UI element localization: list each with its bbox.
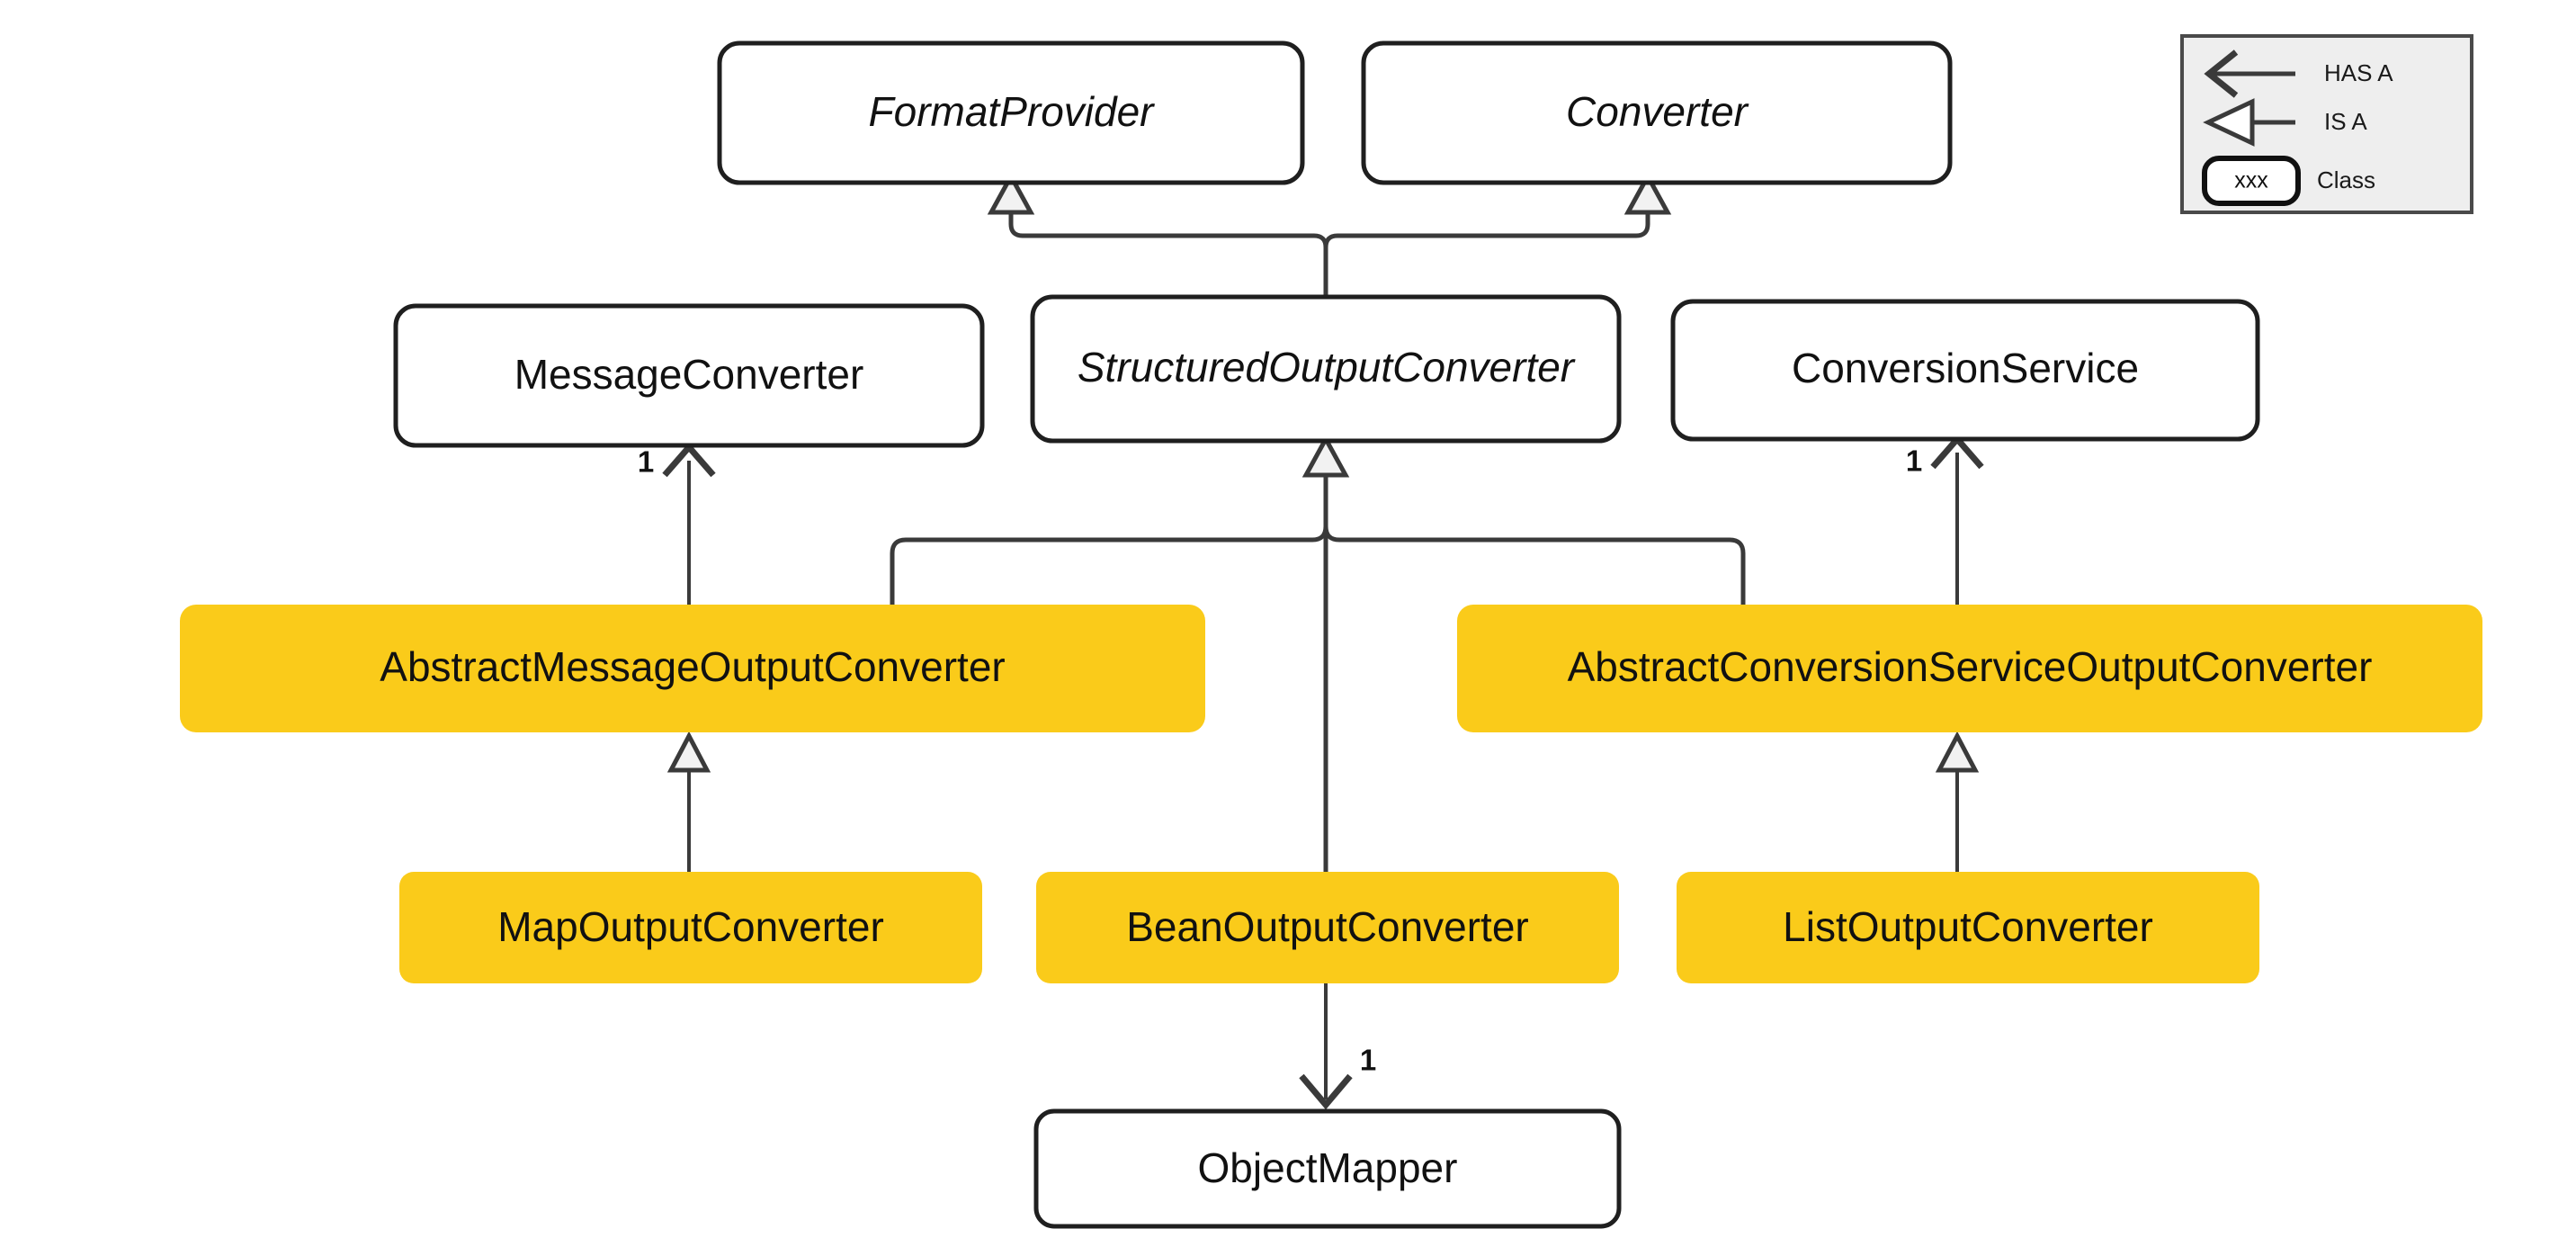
legend-item-class: xxx Class [2202,156,2375,206]
node-converter[interactable]: Converter [1361,40,1953,185]
legend-class-sample-text: xxx [2234,168,2268,193]
node-label: ListOutputConverter [1783,903,2153,950]
node-abstract-conversion-service-output-converter[interactable]: AbstractConversionServiceOutputConverter [1457,605,2482,732]
node-label: ObjectMapper [1198,1144,1458,1191]
legend: HAS A IS A xxx Class [2180,34,2473,214]
is-a-arrowhead-icon [1623,171,1672,215]
legend-item-label: Class [2317,166,2375,193]
node-shape[interactable] [1457,605,2482,732]
node-label: FormatProvider [869,88,1156,135]
node-object-mapper[interactable]: ObjectMapper [1033,1108,1622,1229]
node-bean-output-converter[interactable]: BeanOutputConverter [1036,872,1619,983]
legend-class-shape [2202,156,2301,206]
edge-moc-extends-amoc [666,731,711,872]
legend-item-is-a: IS A [2203,98,2367,147]
edge-path [1323,470,1746,605]
edge-multiplicity-label: 1 [1906,444,1922,478]
edge-amoc-has-message-converter: 1 [638,442,716,605]
node-map-output-converter[interactable]: MapOutputConverter [399,872,982,983]
node-shape[interactable] [180,605,1205,732]
edge-path [890,470,1328,605]
edge-acsoc-extends-soc [1323,470,1746,605]
node-shape[interactable] [1030,294,1622,444]
is-a-arrow-icon [2203,98,2255,147]
edge-multiplicity-label: 1 [638,445,654,479]
node-label: ConversionService [1792,345,2139,391]
node-label: MessageConverter [514,351,864,398]
node-label: BeanOutputConverter [1126,903,1529,950]
edge-soc-implements-converter [1323,171,1672,297]
node-label: AbstractMessageOutputConverter [380,643,1005,690]
edge-boc-extends-soc [1301,434,1350,872]
node-shape[interactable] [1670,299,2260,442]
edge-multiplicity-label: 1 [1360,1044,1376,1077]
node-shape[interactable] [393,303,985,448]
has-a-arrow-icon [2204,49,2239,98]
edge-soc-implements-format-provider [987,171,1328,297]
node-layer: FormatProvider Converter MessageConverte… [180,40,2482,1229]
edge-boc-has-object-mapper: 1 [1299,983,1376,1110]
node-shape[interactable] [717,40,1305,185]
node-list-output-converter[interactable]: ListOutputConverter [1677,872,2259,983]
node-shape[interactable] [1361,40,1953,185]
edge-amoc-extends-soc [890,470,1328,605]
node-shape[interactable] [1677,872,2259,983]
node-label: MapOutputConverter [497,903,884,950]
node-shape[interactable] [1036,872,1619,983]
node-label: StructuredOutputConverter [1078,344,1576,390]
is-a-arrowhead-icon [1935,731,1980,773]
edge-loc-extends-acsoc [1935,731,1980,872]
node-conversion-service[interactable]: ConversionService [1670,299,2260,442]
is-a-arrowhead-icon [666,731,711,773]
legend-item-label: IS A [2324,108,2367,135]
node-message-converter[interactable]: MessageConverter [393,303,985,448]
edge-path [1008,207,1328,297]
node-shape[interactable] [399,872,982,983]
has-a-arrowhead-icon [1299,1073,1353,1110]
legend-item-has-a: HAS A [2204,49,2393,98]
node-label: Converter [1566,88,1749,135]
edge-path [1323,207,1650,297]
node-label: AbstractConversionServiceOutputConverter [1568,643,2373,690]
is-a-arrowhead-icon [1301,434,1350,478]
node-structured-output-converter[interactable]: StructuredOutputConverter [1030,294,1622,444]
legend-item-label: HAS A [2324,59,2393,86]
node-format-provider[interactable]: FormatProvider [717,40,1305,185]
node-shape[interactable] [1033,1108,1622,1229]
node-abstract-message-output-converter[interactable]: AbstractMessageOutputConverter [180,605,1205,732]
is-a-arrowhead-icon [987,171,1035,215]
